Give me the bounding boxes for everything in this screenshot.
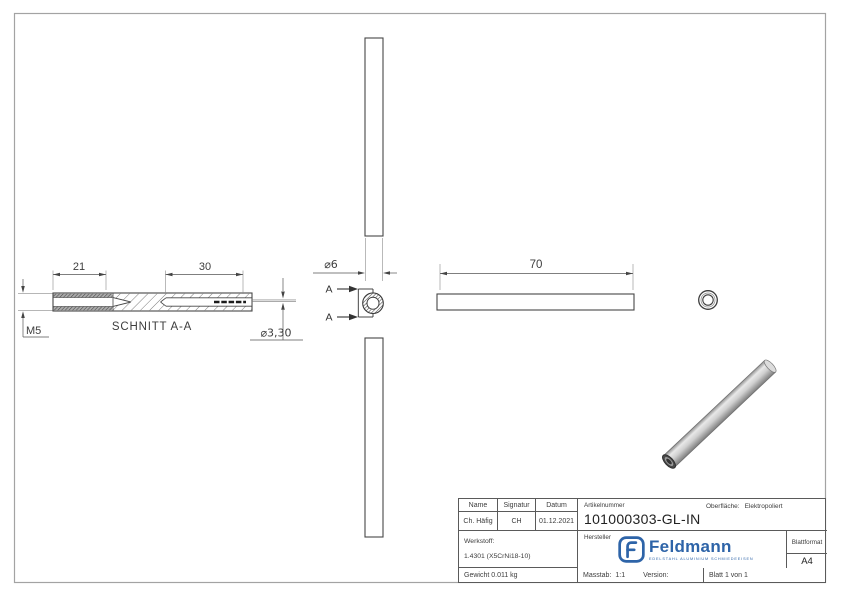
rod-bottom xyxy=(364,337,384,538)
internal-thread xyxy=(53,293,113,311)
tb-hersteller-cell: Hersteller Feldmann EDELSTAHL ALUMINIUM … xyxy=(578,531,787,568)
section-view-title: SCHNITT A-A xyxy=(112,321,192,333)
front-view: 70 xyxy=(436,259,718,311)
tb-masstab-cell: Masstab: 1:1 Version: xyxy=(578,568,704,583)
tb-gewicht-text: Gewicht 0.011 kg xyxy=(464,572,518,579)
tb-value-datum-text: 01.12.2021 xyxy=(538,517,575,525)
tb-masstab-value: 1:1 xyxy=(615,572,626,579)
dim-70: 70 xyxy=(439,259,634,290)
cable-bore xyxy=(160,297,252,307)
tb-werkstoff-value: 1.4301 (X5CrNi18-10) xyxy=(464,552,531,560)
tb-header-signatur: Signatur xyxy=(498,499,536,512)
end-view-circle xyxy=(698,290,718,310)
section-view-a-a: 21 30 M5 ⌀3,30 SCH xyxy=(18,261,303,341)
tb-masstab-label: Masstab: xyxy=(583,572,612,579)
feldmann-logo-brand: Feldmann xyxy=(649,537,732,557)
feldmann-logo-icon xyxy=(618,536,645,563)
rod-front xyxy=(436,293,635,311)
section-circle xyxy=(362,292,384,315)
tb-gewicht-cell: Gewicht 0.011 kg xyxy=(459,568,578,583)
tb-artikelnummer-value: 101000303-GL-IN xyxy=(584,511,701,527)
tb-blatt-cell: Blatt 1 von 1 xyxy=(704,568,826,583)
tb-header-signatur-label: Signatur xyxy=(503,501,530,509)
section-mark-a-bottom: A xyxy=(325,312,332,324)
tb-blattformat-value: A4 xyxy=(801,555,813,567)
dim-21-text: 21 xyxy=(73,261,85,273)
dim-70-text: 70 xyxy=(530,259,543,271)
callout-dia-3-30: ⌀3,30 xyxy=(250,278,303,341)
tb-blattformat-label-cell: Blattformat xyxy=(787,531,827,554)
dia-6-text: ⌀6 xyxy=(324,258,338,271)
tb-oberflaeche-value: Elektropoliert xyxy=(744,503,783,510)
tb-blatt-text: Blatt 1 von 1 xyxy=(709,572,748,579)
side-view: ⌀6 A A xyxy=(313,37,397,538)
dim-30-text: 30 xyxy=(199,261,211,273)
tb-header-datum: Datum xyxy=(536,499,578,512)
tb-header-name-label: Name xyxy=(468,501,488,509)
tb-blattformat-value-cell: A4 xyxy=(787,554,827,568)
tb-werkstoff-cell: Werkstoff: 1.4301 (X5CrNi18-10) xyxy=(459,531,578,568)
feldmann-logo-text: Feldmann EDELSTAHL ALUMINIUM SCHMIEDEEIS… xyxy=(649,538,753,561)
tb-oberflaeche-label: Oberfläche: xyxy=(706,503,740,510)
tb-value-name: Ch. Häfig xyxy=(459,512,498,531)
m5-text: M5 xyxy=(26,325,41,337)
tb-artikelnummer-label: Artikelnummer xyxy=(584,502,625,509)
tb-header-datum-label: Datum xyxy=(546,501,567,509)
sheet-border xyxy=(13,12,827,584)
feldmann-logo-tagline: EDELSTAHL ALUMINIUM SCHMIEDEEISEN xyxy=(649,556,754,561)
tb-header-name: Name xyxy=(459,499,498,512)
title-block: Name Signatur Datum Ch. Häfig CH 01.12.2… xyxy=(458,498,827,583)
tb-value-name-text: Ch. Häfig xyxy=(463,517,493,525)
tb-version-label: Version: xyxy=(643,572,669,579)
dia-3-30-text: ⌀3,30 xyxy=(260,327,291,340)
dim-30: 30 xyxy=(165,261,244,294)
dim-dia-6: ⌀6 xyxy=(313,238,397,281)
tb-artikelnummer-cell: Artikelnummer 101000303-GL-IN Oberfläche… xyxy=(578,499,827,531)
tb-value-signatur-text: CH xyxy=(511,517,522,525)
tb-value-datum: 01.12.2021 xyxy=(536,512,578,531)
tb-value-signatur: CH xyxy=(498,512,536,531)
tb-blattformat-label: Blattformat xyxy=(791,538,823,546)
iso-view xyxy=(662,359,777,469)
tb-werkstoff-label: Werkstoff: xyxy=(464,538,495,546)
callout-m5: M5 xyxy=(21,279,49,338)
rod-top xyxy=(364,37,384,237)
tb-oberflaeche: Oberfläche: Elektropoliert xyxy=(706,503,783,510)
dim-21: 21 xyxy=(52,261,107,290)
feldmann-logo: Feldmann EDELSTAHL ALUMINIUM SCHMIEDEEIS… xyxy=(618,536,753,563)
section-cut-line: A A xyxy=(325,284,374,324)
section-mark-a-top: A xyxy=(325,284,332,296)
tb-hersteller-label: Hersteller xyxy=(584,534,611,541)
